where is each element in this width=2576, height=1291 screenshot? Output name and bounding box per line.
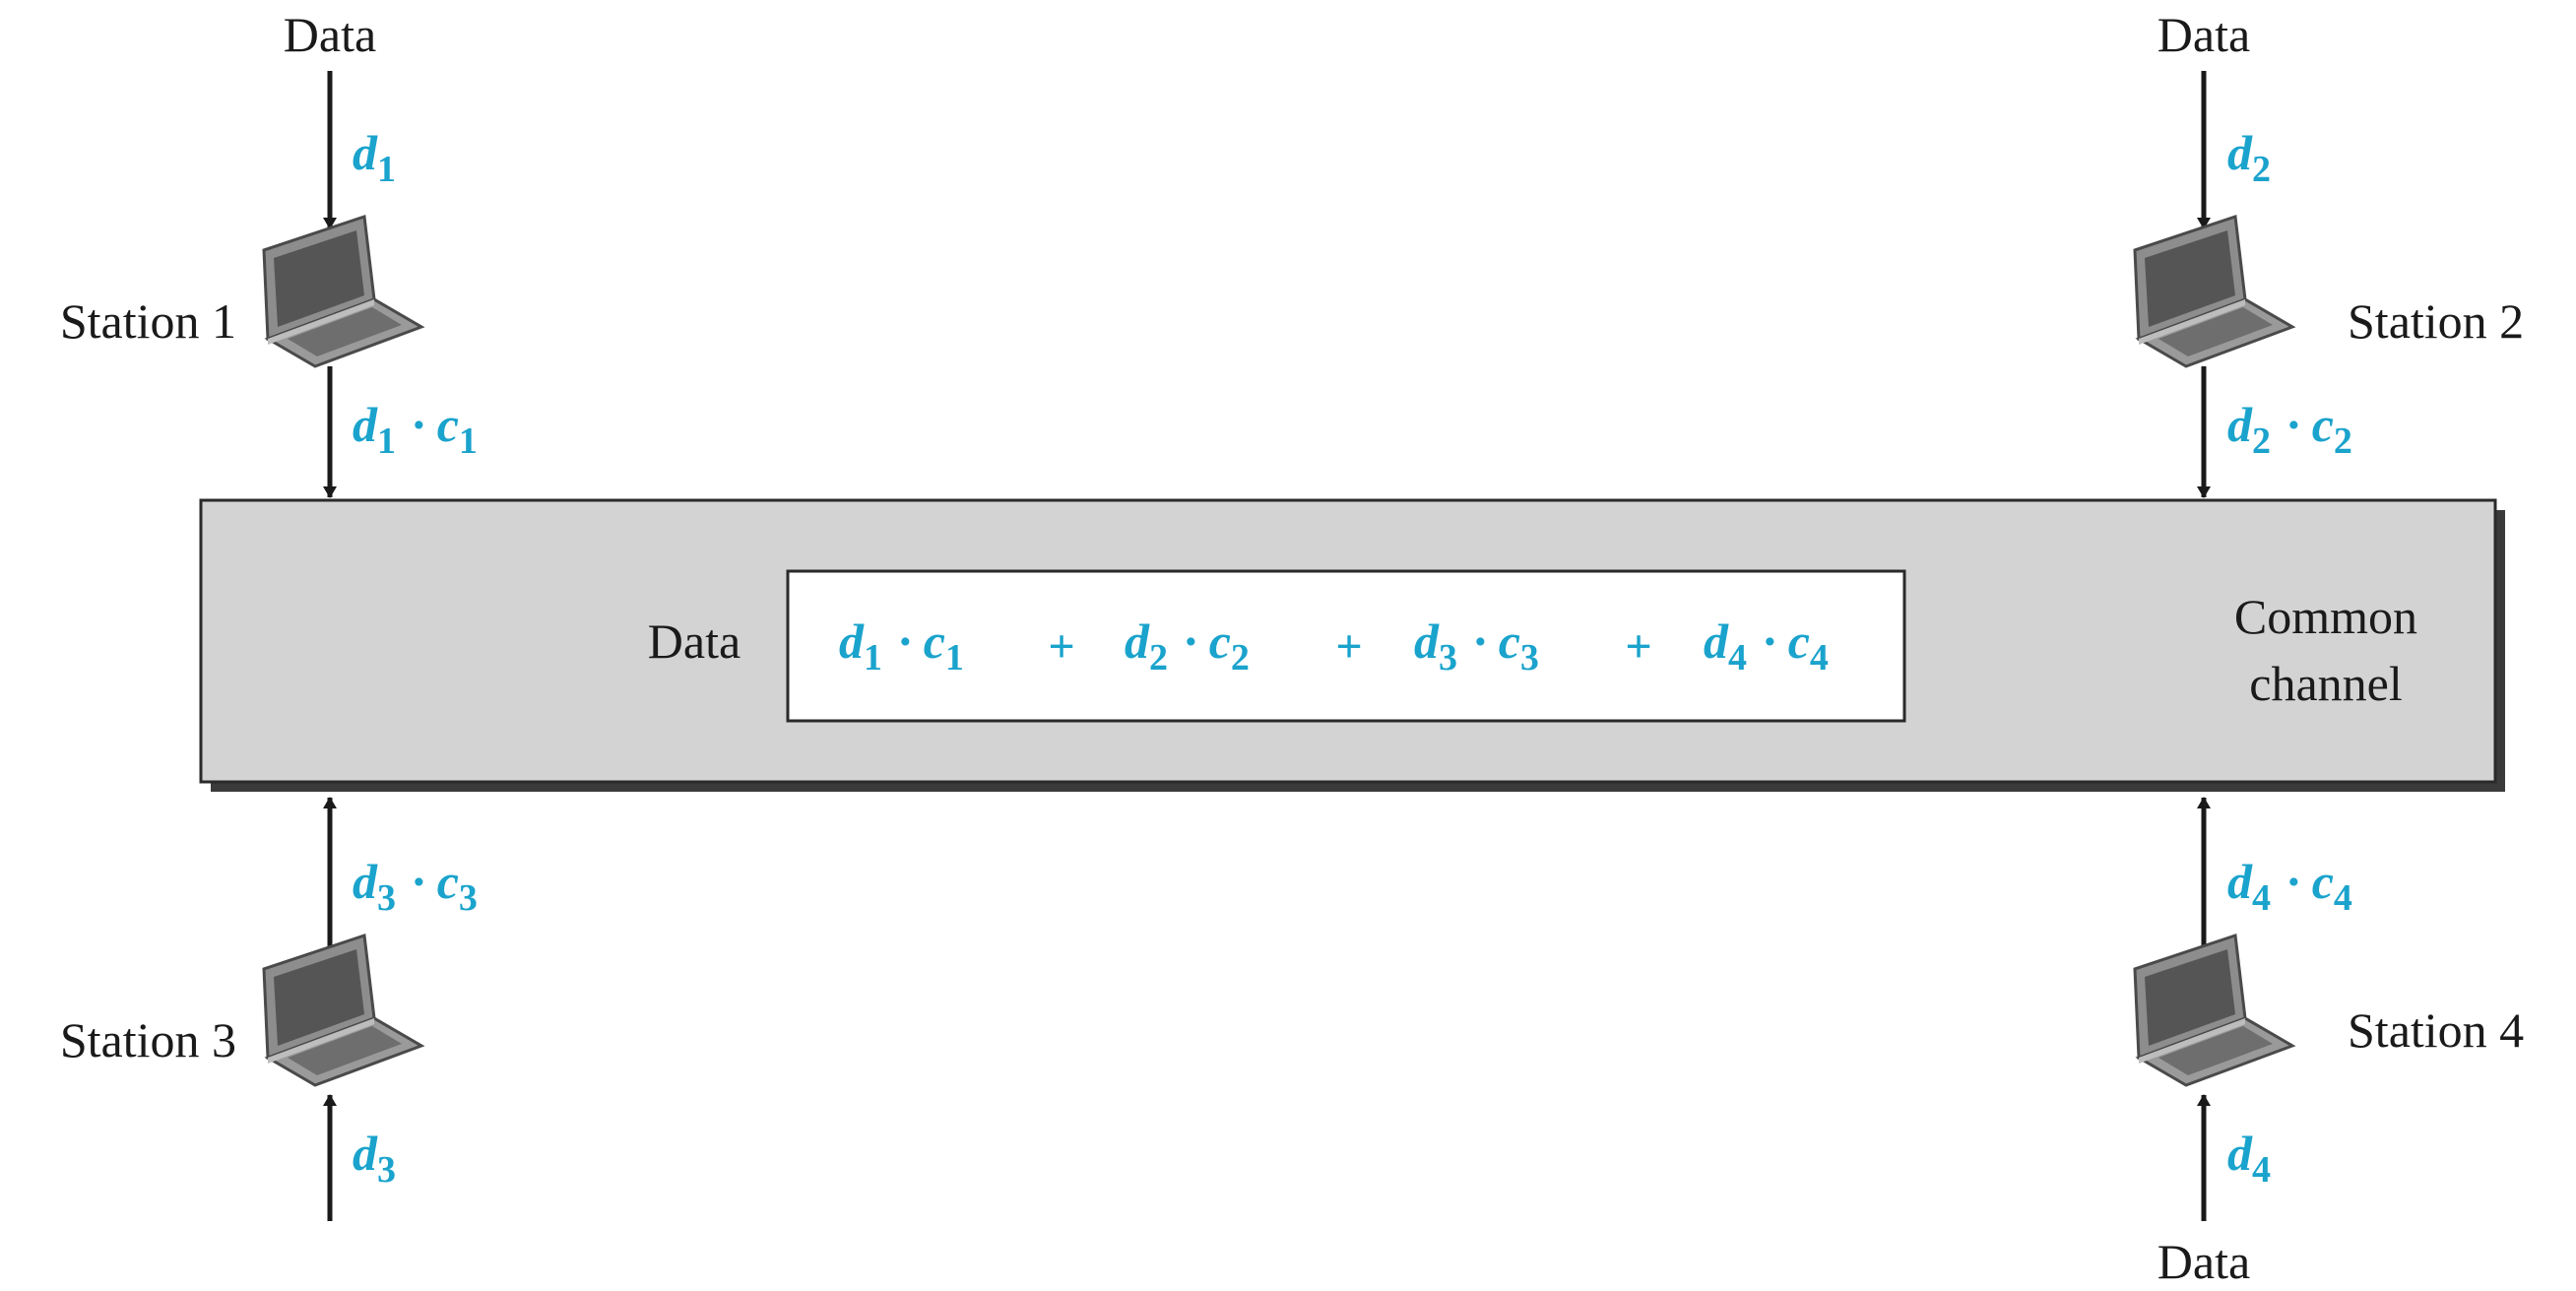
station-1-input-label: d1 xyxy=(353,125,400,190)
channel-label-line2: channel xyxy=(2249,656,2402,711)
combined-term-1: d1 · c1 xyxy=(839,613,968,678)
station-3-output-label: d3 · c3 xyxy=(353,854,482,919)
station-2-data-label: Data xyxy=(2157,7,2250,62)
combined-term-4: d4 · c4 xyxy=(1704,613,1833,678)
channel-data-label: Data xyxy=(648,613,741,669)
station-4-encoded-signal: d4 · c4 xyxy=(2227,854,2356,919)
station-1-data-label: Data xyxy=(284,7,376,62)
combined-signal-expression: d1 · c1 d2 · c2 d3 · c3 d4 · c4 + + + xyxy=(839,613,1833,678)
laptop-icon xyxy=(262,934,423,1087)
plus-operator-2: + xyxy=(1335,620,1362,673)
combined-term-2: d2 · c2 xyxy=(1125,613,1254,678)
station-1-output-label: d1 · c1 xyxy=(353,397,482,462)
station-2-output-label: d2 · c2 xyxy=(2227,397,2356,462)
station-1-label: Station 1 xyxy=(60,293,236,349)
combined-term-3: d3 · c3 xyxy=(1414,613,1543,678)
station-2-input-label: d2 xyxy=(2227,125,2275,190)
laptop-icon xyxy=(262,215,423,368)
laptop-icon xyxy=(2133,215,2294,368)
station-3-input-label: d3 xyxy=(353,1126,400,1191)
station-4-label: Station 4 xyxy=(2348,1002,2524,1058)
combined-signal-box xyxy=(786,569,1906,723)
station-4-data-symbol: d4 xyxy=(2227,1126,2275,1191)
station-3-encoded-signal: d3 · c3 xyxy=(353,854,482,919)
channel-label-line1: Common xyxy=(2234,589,2417,644)
laptop-icon xyxy=(2133,934,2294,1087)
station-4-input-label: d4 xyxy=(2227,1126,2275,1191)
station-4-data-label: Data xyxy=(2157,1234,2250,1289)
station-3-label: Station 3 xyxy=(60,1012,236,1067)
station-3-data-symbol: d3 xyxy=(353,1126,400,1191)
plus-operator-3: + xyxy=(1625,620,1651,673)
station-4-output-label: d4 · c4 xyxy=(2227,854,2356,919)
station-2-data-symbol: d2 xyxy=(2227,125,2275,190)
station-1-data-symbol: d1 xyxy=(353,125,400,190)
station-2-encoded-signal: d2 · c2 xyxy=(2227,397,2356,462)
plus-operator-1: + xyxy=(1048,620,1074,673)
station-2-label: Station 2 xyxy=(2348,293,2524,349)
station-1-encoded-signal: d1 · c1 xyxy=(353,397,482,462)
